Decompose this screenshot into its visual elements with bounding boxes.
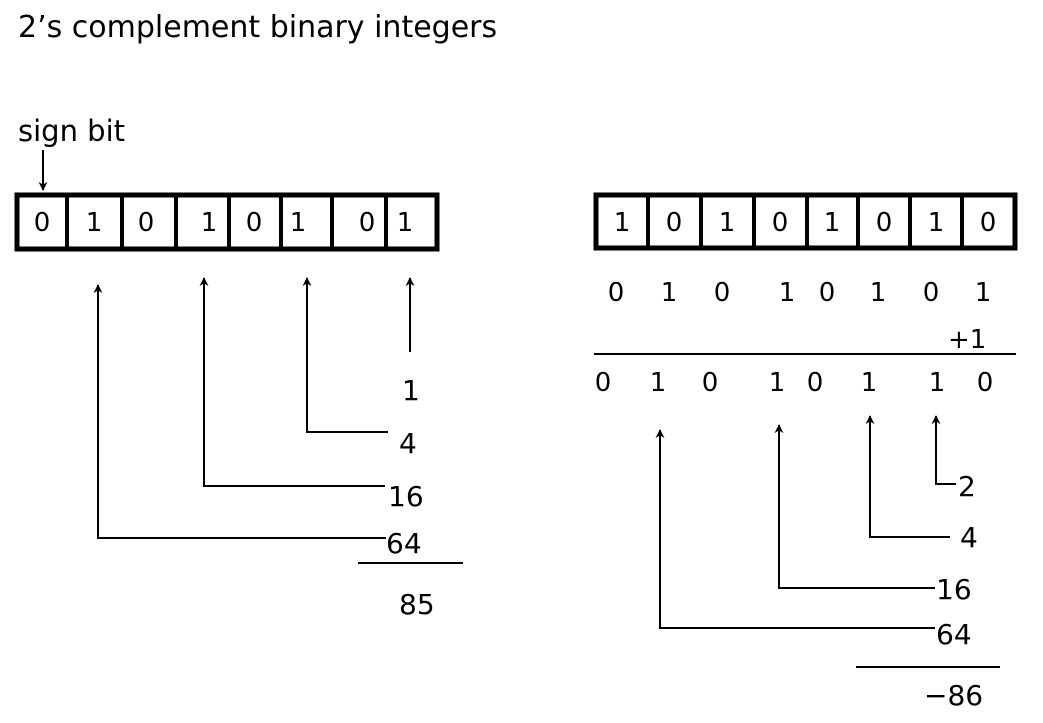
left-register-bit: 1 [86,208,103,238]
sign-bit-label: sign bit [18,114,125,148]
weight-16-connector [199,277,385,487]
inverted-bit: 1 [975,278,992,308]
diagram-title: 2’s complement binary integers [18,10,497,45]
weight-64-connector-right [655,429,935,629]
right-weight: 2 [958,470,976,503]
sum-bit: 1 [650,368,667,398]
weight-4-connector [302,277,388,433]
weight-4-connector-right [865,415,950,538]
sum-bit: 0 [807,368,824,398]
left-weight: 1 [402,374,420,407]
inverted-bit: 0 [714,278,731,308]
left-weight: 4 [399,427,417,460]
right-register-bit: 1 [824,208,841,238]
right-total: −86 [924,679,983,712]
inverted-bit: 0 [608,278,625,308]
sum-bit: 1 [929,368,946,398]
sum-bit: 1 [769,368,786,398]
sum-bit: 0 [977,368,994,398]
inverted-bit: 1 [779,278,796,308]
sum-bit: 1 [861,368,878,398]
inverted-bit: 1 [661,278,678,308]
left-total: 85 [399,588,435,621]
weight-16-connector-right [774,424,935,589]
right-register-bit: 0 [876,208,893,238]
right-weight: 64 [936,618,972,651]
left-register-bit: 1 [397,208,414,238]
weight-64-connector [93,284,386,539]
right-register-bit: 0 [980,208,997,238]
right-register-bit: 1 [719,208,736,238]
inverted-bit: 0 [819,278,836,308]
right-register-bit: 1 [928,208,945,238]
left-weight: 64 [386,527,422,560]
left-register-bit: 0 [246,208,263,238]
left-register-bit: 1 [290,208,307,238]
left-register-bit: 0 [34,208,51,238]
right-weight: 16 [936,573,972,606]
sum-bit: 0 [595,368,612,398]
left-register-bit: 0 [138,208,155,238]
sum-bit: 0 [702,368,719,398]
right-weight: 4 [960,521,978,554]
right-register-bit: 0 [666,208,683,238]
plus-one: +1 [948,325,986,355]
right-register: 1 0 1 0 1 0 1 0 [593,192,1018,251]
inverted-bit: 0 [923,278,940,308]
left-register-bit: 0 [359,208,376,238]
weight-2-connector [931,415,956,485]
right-register-bit: 1 [614,208,631,238]
left-register-bit: 1 [201,208,218,238]
left-register: 0 1 0 1 0 1 0 1 [14,192,440,252]
right-register-bit: 0 [772,208,789,238]
inverted-bit: 1 [870,278,887,308]
left-weight: 16 [388,480,424,513]
